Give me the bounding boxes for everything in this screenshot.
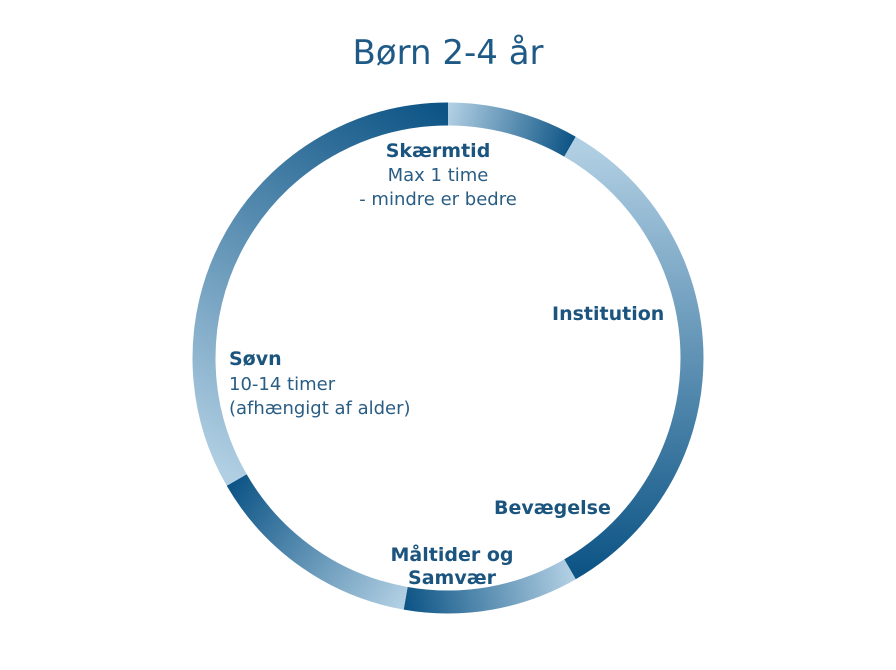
ring-segment-maaltider [226,474,408,610]
label-soevn-heading: Søvn [229,348,282,370]
ring-segment-institution [564,136,704,580]
page-title: Børn 2-4 år [352,33,543,73]
label-soevn-line2: (afhængigt af alder) [229,398,411,419]
label-bevaegelse: Bevægelse [494,497,611,519]
label-institution: Institution [552,303,664,325]
label-skaermtid: Skærmtid Max 1 time - mindre er bedre [359,140,517,210]
day-cycle-ring [192,102,704,614]
label-skaermtid-line1: Max 1 time [388,165,489,186]
label-soevn-line1: 10-14 timer [229,374,336,395]
label-skaermtid-heading: Skærmtid [386,140,491,162]
ring-segment-soevn [192,102,449,486]
label-maaltider: Måltider og Samvær [391,542,514,589]
label-maaltider-line1: Måltider og [391,542,514,566]
label-maaltider-line2: Samvær [408,567,497,589]
label-skaermtid-line2: - mindre er bedre [359,189,517,210]
label-soevn: Søvn 10-14 timer (afhængigt af alder) [229,348,411,419]
ring-segment-bevaegelse [403,559,576,614]
ring-segment-skaermtid [447,102,576,157]
